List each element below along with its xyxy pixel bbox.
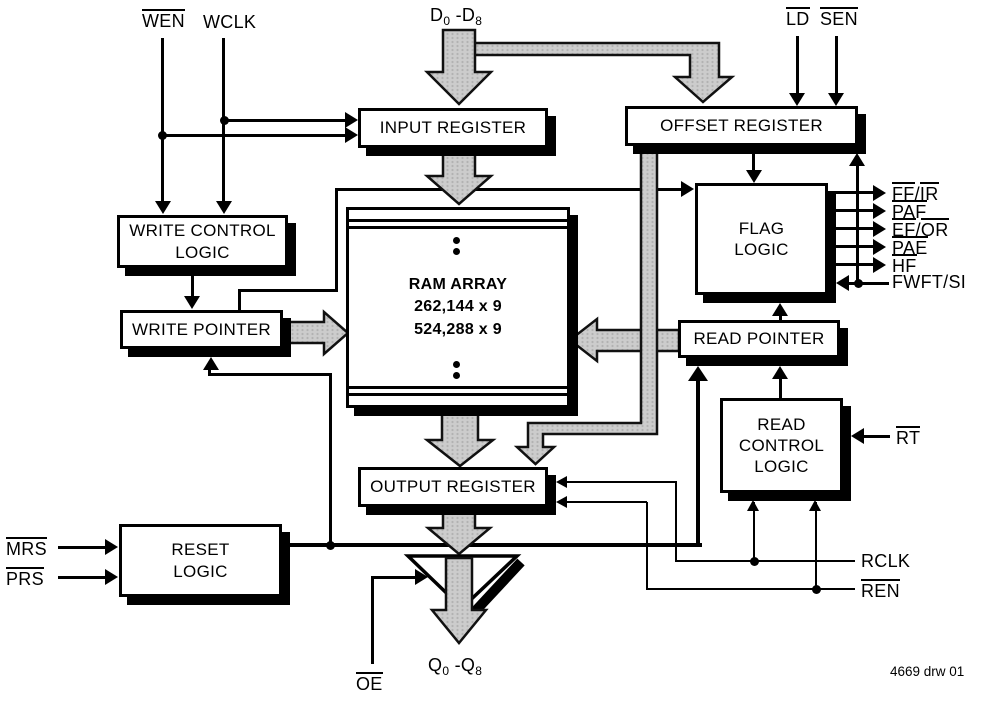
label-oe: OE (356, 672, 383, 694)
box-write-control-logic: WRITE CONTROL LOGIC (117, 215, 288, 268)
read-control-line2: CONTROL (738, 435, 825, 455)
box-read-pointer: READ POINTER (678, 320, 840, 358)
drawing-number: 4669 drw 01 (890, 664, 965, 679)
label-prs: PRS (6, 567, 44, 589)
label-flag-fwft-si: FWFT/SI (892, 272, 967, 292)
write-control-line1: WRITE CONTROL (129, 221, 276, 241)
ellipsis-dot (453, 248, 460, 255)
ram-array-title: RAM ARRAY (408, 275, 508, 293)
read-control-line3: LOGIC (754, 457, 809, 477)
label-data-bus: D0 -D8 (430, 5, 483, 28)
read-control-line1: READ (757, 414, 806, 434)
box-ram-array: RAM ARRAY 262,144 x 9 524,288 x 9 (346, 207, 570, 408)
reset-logic-line1: RESET (171, 540, 230, 560)
box-offset-register: OFFSET REGISTER (625, 106, 858, 146)
offset-register-label: OFFSET REGISTER (660, 116, 823, 136)
ellipsis-dot (453, 372, 460, 379)
ellipsis-dot (453, 237, 460, 244)
label-wen: WEN (142, 9, 185, 31)
output-register-label: OUTPUT REGISTER (370, 477, 536, 497)
label-ld: LD (786, 7, 810, 29)
label-flag-pae: PAE (892, 236, 928, 258)
flag-logic-line2: LOGIC (734, 240, 789, 259)
label-flag-ef-or: EF/OR (892, 218, 949, 240)
label-q-bus: Q0 -Q8 (428, 655, 483, 678)
label-wclk: WCLK (203, 12, 257, 32)
ellipsis-dot (453, 361, 460, 368)
flag-logic-line1: FLAG (738, 218, 785, 238)
label-sen: SEN (820, 7, 858, 29)
label-rt: RT (896, 426, 921, 448)
input-register-label: INPUT REGISTER (379, 118, 527, 138)
box-read-control-logic: READ CONTROL LOGIC (720, 398, 843, 493)
write-control-line2: LOGIC (175, 242, 230, 262)
label-flag-hf: HF (892, 254, 917, 276)
read-pointer-label: READ POINTER (693, 329, 825, 349)
box-flag-logic: FLAG LOGIC (695, 183, 828, 295)
box-output-register: OUTPUT REGISTER (358, 467, 548, 507)
ram-array-depth2: 524,288 x 9 (414, 320, 502, 338)
write-pointer-label: WRITE POINTER (132, 319, 271, 339)
ram-array-depth1: 262,144 x 9 (414, 298, 502, 316)
label-rclk: RCLK (861, 551, 911, 571)
label-flag-ff-ir: FF/IR (892, 182, 939, 204)
label-ren: REN (861, 579, 900, 601)
box-reset-logic: RESET LOGIC (119, 524, 282, 597)
reset-logic-line2: LOGIC (173, 561, 228, 581)
label-mrs: MRS (6, 537, 47, 559)
box-write-pointer: WRITE POINTER (120, 310, 283, 349)
box-input-register: INPUT REGISTER (358, 108, 548, 148)
label-flag-paf: PAF (892, 200, 927, 222)
